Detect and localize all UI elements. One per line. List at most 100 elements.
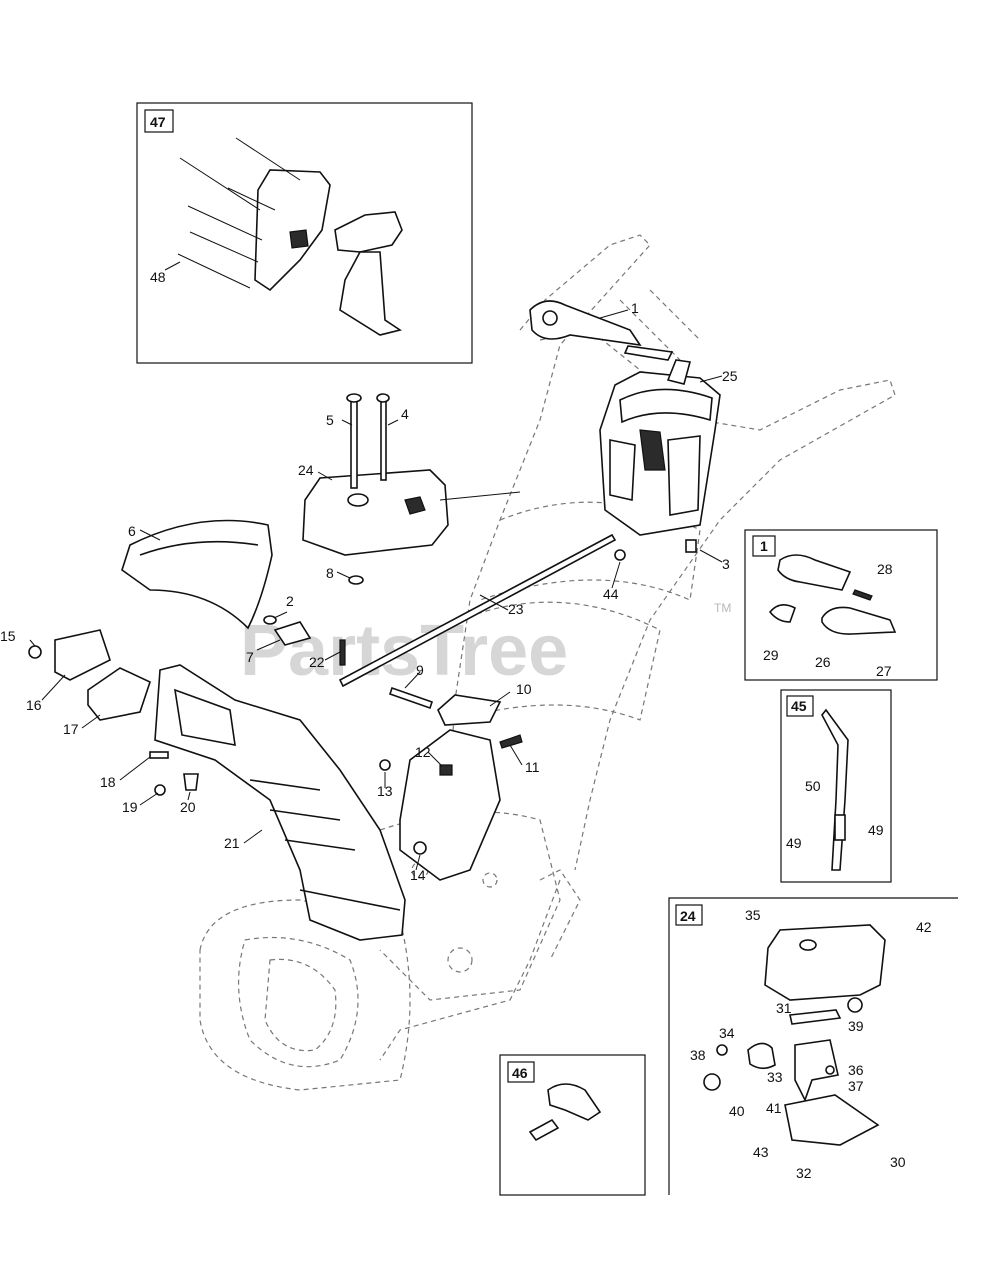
callout-15: 15 (0, 628, 16, 644)
inset-24: 24 35 42 31 39 34 36 38 33 37 40 41 43 3… (668, 897, 958, 1195)
inset-45-collar (834, 814, 846, 841)
inset-47: 47 48 (136, 102, 473, 364)
inset-24-frame (668, 897, 958, 1195)
inset-47-label: 47 (150, 114, 166, 130)
parts-3-44-fasteners (614, 539, 697, 561)
callout-37: 37 (848, 1078, 864, 1094)
parts-4-5-bolts (346, 393, 390, 489)
callout-38: 38 (690, 1047, 706, 1063)
callout-25: 25 (722, 368, 738, 384)
callout-13: 13 (377, 783, 393, 799)
callout-10: 10 (516, 681, 532, 697)
callout-30: 30 (890, 1154, 906, 1170)
callout-34: 34 (719, 1025, 735, 1041)
inset-1-frame (744, 529, 938, 681)
callout-1: 1 (631, 300, 639, 316)
callout-16: 16 (26, 697, 42, 713)
inset-1-tag (752, 535, 776, 557)
inset-24-washer-37 (825, 1065, 835, 1075)
part-6-deflector (121, 519, 273, 630)
callout-36: 36 (848, 1062, 864, 1078)
inset-24-washer (716, 1044, 728, 1056)
callout-4: 4 (401, 406, 409, 422)
callout-44: 44 (603, 586, 619, 602)
inset-46-screw (528, 1118, 560, 1142)
callout-27: 27 (876, 663, 892, 679)
callout-21: 21 (224, 835, 240, 851)
callout-14: 14 (410, 867, 426, 883)
inset-47-lever (339, 251, 402, 336)
inset-24-pinion (794, 1039, 839, 1103)
callout-7: 7 (246, 649, 254, 665)
inset-46-clip (547, 1083, 602, 1121)
callout-8: 8 (326, 565, 334, 581)
callout-32: 32 (796, 1165, 812, 1181)
callout-48: 48 (150, 269, 166, 285)
callout-43: 43 (753, 1144, 769, 1160)
inset-46: 46 (499, 1054, 646, 1196)
callout-3: 3 (722, 556, 730, 572)
inset-1-label: 1 (760, 538, 768, 554)
inset-24-nut-39 (847, 997, 863, 1013)
callout-11: 11 (525, 759, 540, 775)
parts-9-14-bracket (379, 686, 523, 881)
part-25-housing (599, 359, 721, 536)
callout-22: 22 (309, 654, 325, 670)
callout-24: 24 (298, 462, 314, 478)
callout-18: 18 (100, 774, 116, 790)
callout-23: 23 (508, 601, 524, 617)
callout-40: 40 (729, 1103, 745, 1119)
inset-1-cap (768, 604, 796, 623)
inset-24-label: 24 (680, 908, 696, 924)
inset-24-gear (747, 1042, 776, 1070)
inset-47-screw-lines (177, 137, 301, 289)
part-21-chute (154, 664, 406, 941)
callout-9: 9 (416, 662, 424, 678)
inset-24-tag (675, 904, 703, 926)
callout-33: 33 (767, 1069, 783, 1085)
inset-1-grip (777, 554, 852, 591)
watermark-trademark: TM (714, 601, 731, 615)
callout-42: 42 (916, 919, 932, 935)
parts-15-17-bracket (28, 629, 151, 721)
callout-31: 31 (776, 1000, 792, 1016)
inset-47-tag (144, 109, 174, 133)
callout-49-a: 49 (786, 835, 802, 851)
inset-46-tag (507, 1061, 535, 1083)
inset-47-leader-48 (164, 261, 181, 271)
callout-35: 35 (745, 907, 761, 923)
callout-19: 19 (122, 799, 138, 815)
inset-46-label: 46 (512, 1065, 528, 1081)
inset-24-bracket (784, 1094, 880, 1146)
callout-28: 28 (877, 561, 893, 577)
inset-45: 45 50 49 49 (780, 689, 892, 883)
callout-17: 17 (63, 721, 79, 737)
main-callouts: 1 2 3 4 5 6 7 8 9 10 11 12 13 14 15 16 1… (0, 300, 738, 883)
inset-24-cover-hole (799, 939, 817, 951)
part-8-washer (348, 575, 364, 585)
inset-1: 1 28 29 26 27 (744, 529, 938, 681)
part-22-pin (339, 639, 346, 666)
callout-50: 50 (805, 778, 821, 794)
parts-2-7-knob (263, 615, 312, 646)
part-1-bracket (529, 300, 674, 361)
callout-26: 26 (815, 654, 831, 670)
callout-5: 5 (326, 412, 334, 428)
inset-24-cover (764, 924, 886, 1001)
callout-39: 39 (848, 1018, 864, 1034)
callout-49-b: 49 (868, 822, 884, 838)
inset-1-spring (852, 589, 873, 601)
callout-41: 41 (766, 1100, 782, 1116)
callout-12: 12 (415, 744, 431, 760)
inset-47-knob (289, 229, 309, 249)
callout-2: 2 (286, 593, 294, 609)
inset-45-label: 45 (791, 698, 807, 714)
part-24-cover (302, 469, 521, 556)
callout-29: 29 (763, 647, 779, 663)
inset-45-tag (786, 695, 814, 717)
leader-lines (29, 309, 723, 871)
inset-24-shaft (789, 1009, 842, 1025)
callout-20: 20 (180, 799, 196, 815)
inset-1-plate (821, 606, 897, 635)
